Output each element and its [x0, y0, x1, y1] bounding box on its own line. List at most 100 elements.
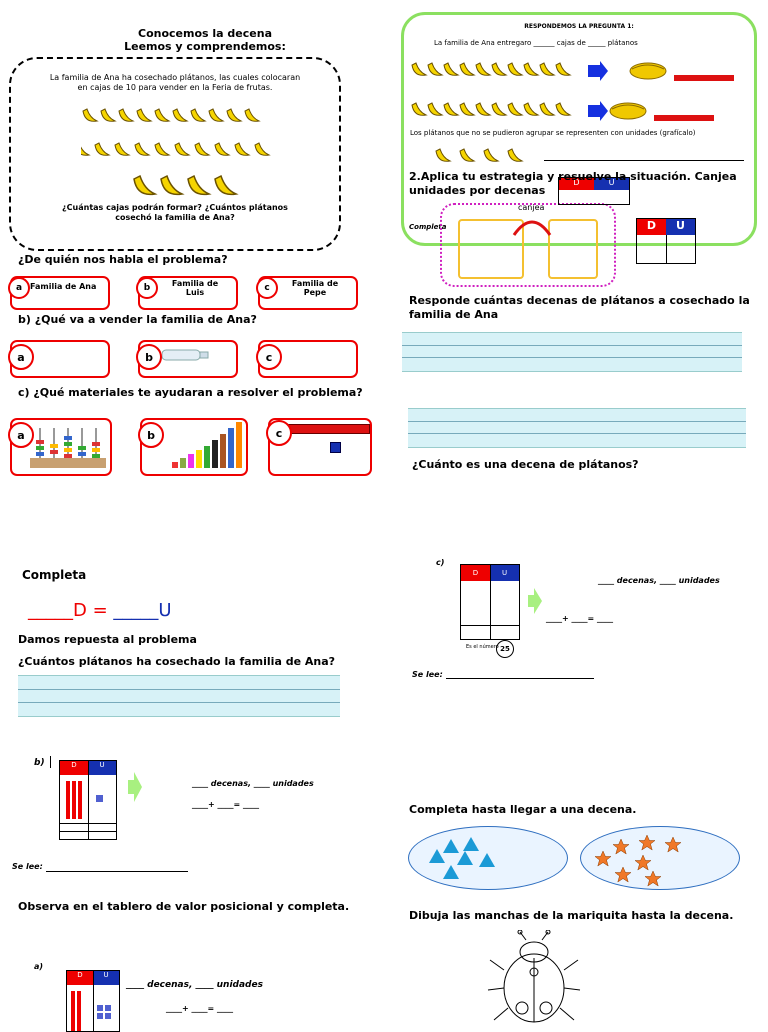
completa-equation: _____D = _____U [28, 600, 172, 621]
option-letter: a [8, 422, 34, 448]
option-c-b-rods[interactable]: b [138, 418, 248, 476]
question-what-sell: b) ¿Qué va a vender la familia de Ana? [18, 313, 257, 326]
option-letter: b [138, 422, 164, 448]
star-icons [594, 834, 682, 887]
question-materials: c) ¿Qué materiales te ayudaran a resolve… [18, 386, 363, 399]
u-label: U [490, 565, 519, 581]
exercise-c-sum: ____+ ____= ____ [546, 614, 613, 623]
answer-lines-3[interactable] [18, 675, 340, 717]
d-label: D [559, 178, 594, 190]
story-box: La familia de Ana ha cosechado plátanos,… [9, 57, 341, 251]
option-letter: c [256, 277, 278, 299]
exercise-b-se-lee-line[interactable] [46, 871, 188, 872]
green-arrow-icon [528, 588, 542, 614]
exercise-c-number: 25 [496, 640, 514, 658]
exercise-b-label: b) [34, 758, 45, 768]
u-label: U [93, 971, 119, 985]
exercise-c-decenas: ____ decenas, ____ unidades [598, 576, 720, 585]
ten-rod-icon [288, 424, 370, 434]
story-question-2: cosechó la familia de Ana? [115, 213, 235, 222]
ladybug-icon [487, 930, 581, 1023]
stars-set [580, 826, 740, 890]
triangle-icons [429, 837, 495, 879]
answer-heading: RESPONDEMOS LA PREGUNTA 1: [524, 23, 634, 30]
bananas-illustration [81, 108, 270, 196]
exercise-b-decenas: ____ decenas, ____ unidades [192, 779, 314, 788]
story-question-1: ¿Cuántas cajas podrán formar? ¿Cuántos p… [62, 203, 288, 212]
answer-title: Damos repuesta al problema [18, 633, 197, 646]
d-label: D [461, 565, 490, 581]
completa-title: Completa [22, 568, 87, 582]
option-label-1: Familia de [171, 279, 219, 288]
option-label-1: Familia de [291, 279, 339, 288]
u-label: U [666, 219, 695, 235]
d-label: D [60, 761, 88, 775]
answer-underline [544, 160, 744, 161]
mariquita-text: Dibuja las manchas de la mariquita hasta… [409, 909, 734, 922]
u-label: U [88, 761, 116, 775]
option-letter: b [136, 344, 162, 370]
observa-text: Observa en el tablero de valor posiciona… [18, 900, 350, 913]
option-label-2: Luis [185, 288, 205, 297]
canjea-label: canjea [518, 203, 545, 212]
answer-question: ¿Cuántos plátanos ha cosechado la famili… [18, 655, 336, 668]
option-label: Familia de Ana [30, 282, 97, 291]
du-header-top: D U [558, 177, 630, 205]
strategy-line-2: unidades por decenas [409, 184, 546, 197]
exercise-a-board: D U [66, 970, 120, 1032]
d-label: D [637, 219, 666, 235]
question-who: ¿De quién nos habla el problema? [18, 253, 228, 266]
option-b-familia-luis[interactable]: b Familia de Luis [136, 276, 238, 310]
option-c-familia-pepe[interactable]: c Familia de Pepe [256, 276, 358, 310]
option-label-2: Pepe [303, 288, 327, 297]
exercise-c-number-text: Es el número [466, 644, 499, 650]
triangles-set [408, 826, 568, 890]
exchange-left [458, 219, 524, 279]
exercise-c-se-lee-line[interactable] [446, 678, 594, 679]
story-title-1: Conocemos la decena [138, 27, 272, 40]
answer-line: La familia de Ana entregaro ______ cajas… [434, 39, 638, 47]
d-label: D [67, 971, 93, 985]
completa-decena-text: Completa hasta llegar a una decena. [409, 803, 637, 816]
exchange-box: canjea [440, 203, 616, 287]
answer-note: Los plátanos que no se pudieron agrupar … [410, 129, 696, 137]
option-letter: b [136, 277, 158, 299]
option-b-a[interactable]: a [8, 340, 110, 378]
cuisenaire-rods-icon [172, 422, 242, 468]
answer-panel-1: RESPONDEMOS LA PREGUNTA 1: La familia de… [401, 12, 757, 287]
banana-row-3 [133, 175, 237, 196]
banana-groups-illustration [411, 61, 734, 121]
water-bottle-icon [162, 349, 209, 361]
du-board-right: D U [636, 218, 696, 264]
option-a-familia-ana[interactable]: a Familia de Ana [8, 276, 110, 310]
option-letter: a [8, 344, 34, 370]
option-c-c-base10[interactable]: c [266, 418, 372, 476]
exercise-c-label: c) [436, 558, 445, 567]
story-title-2: Leemos y comprendemos: [124, 40, 286, 53]
option-letter: a [8, 277, 30, 299]
option-b-b-bottle[interactable]: b [136, 340, 238, 378]
unit-cube-icon [330, 442, 341, 453]
u-part: _____U [113, 600, 172, 621]
d-part: _____D = [28, 600, 114, 621]
option-letter: c [256, 344, 282, 370]
strategy-text: 2.Aplica tu estrategia y resuelve la sit… [409, 170, 737, 198]
answer-lines-2[interactable] [408, 408, 746, 448]
abacus-icon [30, 428, 106, 468]
exercise-c-se-lee: Se lee: [412, 670, 443, 679]
exercise-a-decenas: ____ decenas, ____ unidades [126, 980, 263, 990]
story-text-1: La familia de Ana ha cosechado plátanos,… [49, 73, 301, 82]
strategy-line-1: 2.Aplica tu estrategia y resuelve la sit… [409, 170, 737, 183]
exercise-c-board: D U [460, 564, 520, 640]
banana-row-2 [81, 142, 270, 156]
answer-lines-1[interactable] [402, 332, 742, 372]
decena-question: ¿Cuánto es una decena de plátanos? [412, 458, 639, 471]
option-b-c[interactable]: c [256, 340, 358, 378]
leftover-bananas [435, 148, 523, 162]
exchange-arrow-icon [512, 220, 552, 236]
option-c-a-abacus[interactable]: a [8, 418, 112, 476]
exercise-b-se-lee: Se lee: [12, 862, 43, 871]
exchange-right [548, 219, 598, 279]
complete-label: Completa [409, 223, 447, 231]
exercise-a-sum: ____+ ____= ____ [166, 1004, 233, 1013]
